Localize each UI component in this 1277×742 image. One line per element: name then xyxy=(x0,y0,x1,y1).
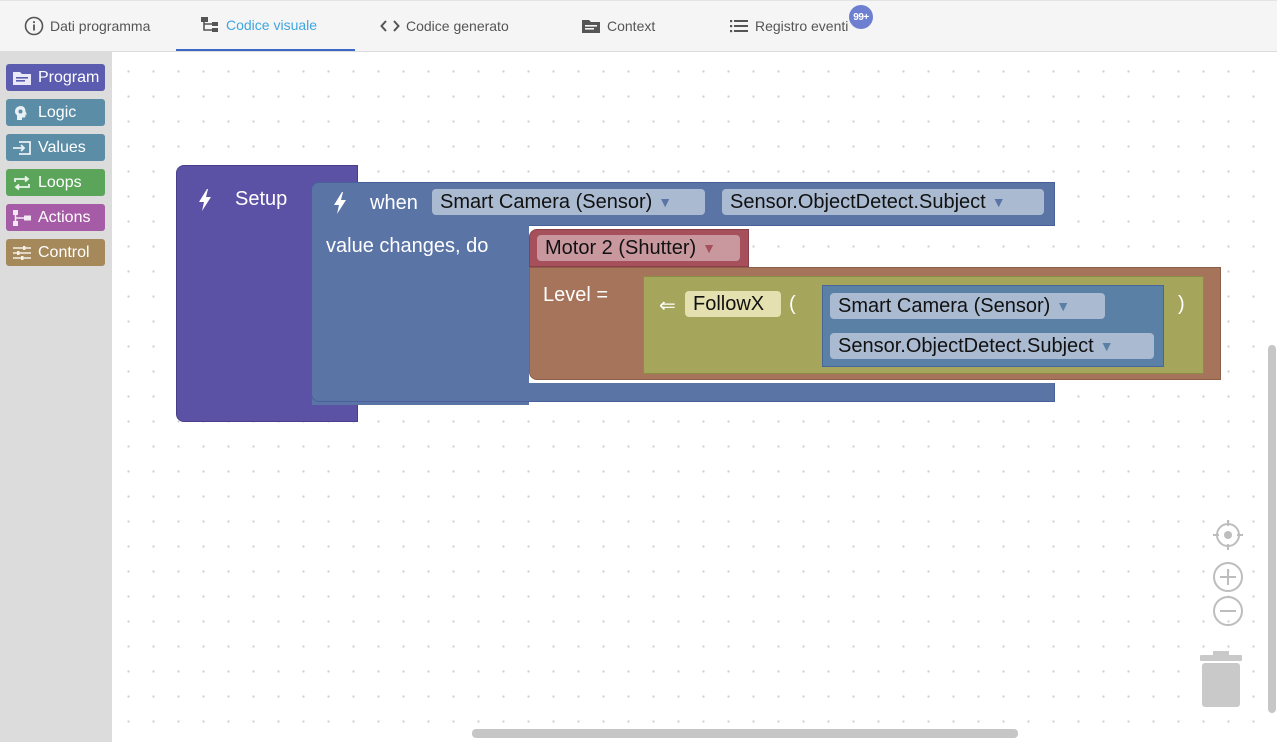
dropdown-value: Motor 2 (Shutter) xyxy=(545,236,697,259)
trash-icon[interactable] xyxy=(1199,651,1243,714)
tab-label: Registro eventi xyxy=(755,18,849,34)
left-arrow-icon: ⇐ xyxy=(659,295,676,317)
event-count-badge: 99+ xyxy=(849,5,873,29)
tab-label: Codice generato xyxy=(406,18,509,34)
toolbox-category-actions[interactable]: Actions xyxy=(6,204,105,231)
tab-context[interactable]: Context xyxy=(581,1,655,51)
repeat-icon xyxy=(12,175,32,191)
tab-label: Context xyxy=(607,18,656,34)
chevron-down-icon: ▼ xyxy=(1099,338,1114,354)
category-label: Program xyxy=(38,68,100,86)
tab-codice-generato[interactable]: Codice generato xyxy=(380,1,509,51)
toolbox-category-values[interactable]: Values xyxy=(6,134,105,161)
toolbox-category-logic[interactable]: Logic xyxy=(6,99,105,126)
dropdown-value: Sensor.ObjectDetect.Subject xyxy=(838,334,1094,357)
lightning-icon xyxy=(198,189,212,216)
flow-icon xyxy=(12,209,32,227)
folder-icon xyxy=(581,18,601,34)
when-block-footer xyxy=(311,383,1055,402)
brain-icon xyxy=(12,104,32,122)
category-label: Logic xyxy=(38,103,77,121)
followx-function-label: FollowX xyxy=(685,291,781,317)
close-paren: ) xyxy=(1178,293,1185,315)
hierarchy-icon xyxy=(200,16,220,34)
category-label: Values xyxy=(38,138,86,156)
setup-label: Setup xyxy=(235,188,288,210)
open-paren: ( xyxy=(789,293,796,315)
tab-registro-eventi[interactable]: Registro eventi xyxy=(729,1,848,51)
tab-label: Dati programma xyxy=(50,18,151,34)
vertical-scrollbar[interactable] xyxy=(1268,345,1276,713)
tab-bar: Dati programma Codice visuale Codice gen… xyxy=(0,0,1277,52)
lightning-icon xyxy=(333,192,347,219)
toolbox-category-loops[interactable]: Loops xyxy=(6,169,105,196)
getter-property-dropdown[interactable]: Sensor.ObjectDetect.Subject ▼ xyxy=(830,333,1154,359)
chevron-down-icon: ▼ xyxy=(1056,298,1071,314)
when-property-dropdown[interactable]: Sensor.ObjectDetect.Subject ▼ xyxy=(722,189,1044,215)
category-label: Loops xyxy=(38,173,82,191)
tab-dati-programma[interactable]: Dati programma xyxy=(24,1,150,51)
toolbox-category-control[interactable]: Control xyxy=(6,239,105,266)
category-label: Actions xyxy=(38,208,91,226)
dropdown-value: Sensor.ObjectDetect.Subject xyxy=(730,190,986,213)
when-block-body xyxy=(311,225,529,405)
getter-device-dropdown[interactable]: Smart Camera (Sensor) ▼ xyxy=(830,293,1105,319)
blockly-workspace[interactable]: Setup when Smart Camera (Sensor) ▼ Senso… xyxy=(112,53,1277,742)
sliders-icon xyxy=(12,245,32,261)
list-icon xyxy=(729,19,749,33)
chevron-down-icon: ▼ xyxy=(702,240,717,256)
category-label: Control xyxy=(38,243,90,261)
when-label: when xyxy=(370,192,418,214)
when-device-dropdown[interactable]: Smart Camera (Sensor) ▼ xyxy=(432,189,705,215)
dropdown-value: Smart Camera (Sensor) xyxy=(440,190,653,213)
chevron-down-icon: ▼ xyxy=(991,194,1006,210)
horizontal-scrollbar[interactable] xyxy=(472,729,1018,738)
recenter-icon[interactable] xyxy=(1212,519,1244,556)
value-changes-do-label: value changes, do xyxy=(326,235,489,257)
tab-codice-visuale[interactable]: Codice visuale xyxy=(176,1,355,51)
folder-icon xyxy=(12,70,32,86)
zoom-in-icon[interactable] xyxy=(1212,561,1244,598)
level-label: Level = xyxy=(543,284,609,306)
toolbox-category-program[interactable]: Program xyxy=(6,64,105,91)
code-icon xyxy=(380,18,400,34)
info-icon xyxy=(24,16,44,36)
block-toolbox: Program Logic Values Loops Actions Contr… xyxy=(0,52,112,742)
zoom-out-icon[interactable] xyxy=(1212,595,1244,632)
motor-device-dropdown[interactable]: Motor 2 (Shutter) ▼ xyxy=(537,235,740,261)
dropdown-value: Smart Camera (Sensor) xyxy=(838,294,1051,317)
function-name: FollowX xyxy=(693,292,765,315)
chevron-down-icon: ▼ xyxy=(658,194,673,210)
tab-label: Codice visuale xyxy=(226,17,318,33)
input-icon xyxy=(12,140,32,156)
